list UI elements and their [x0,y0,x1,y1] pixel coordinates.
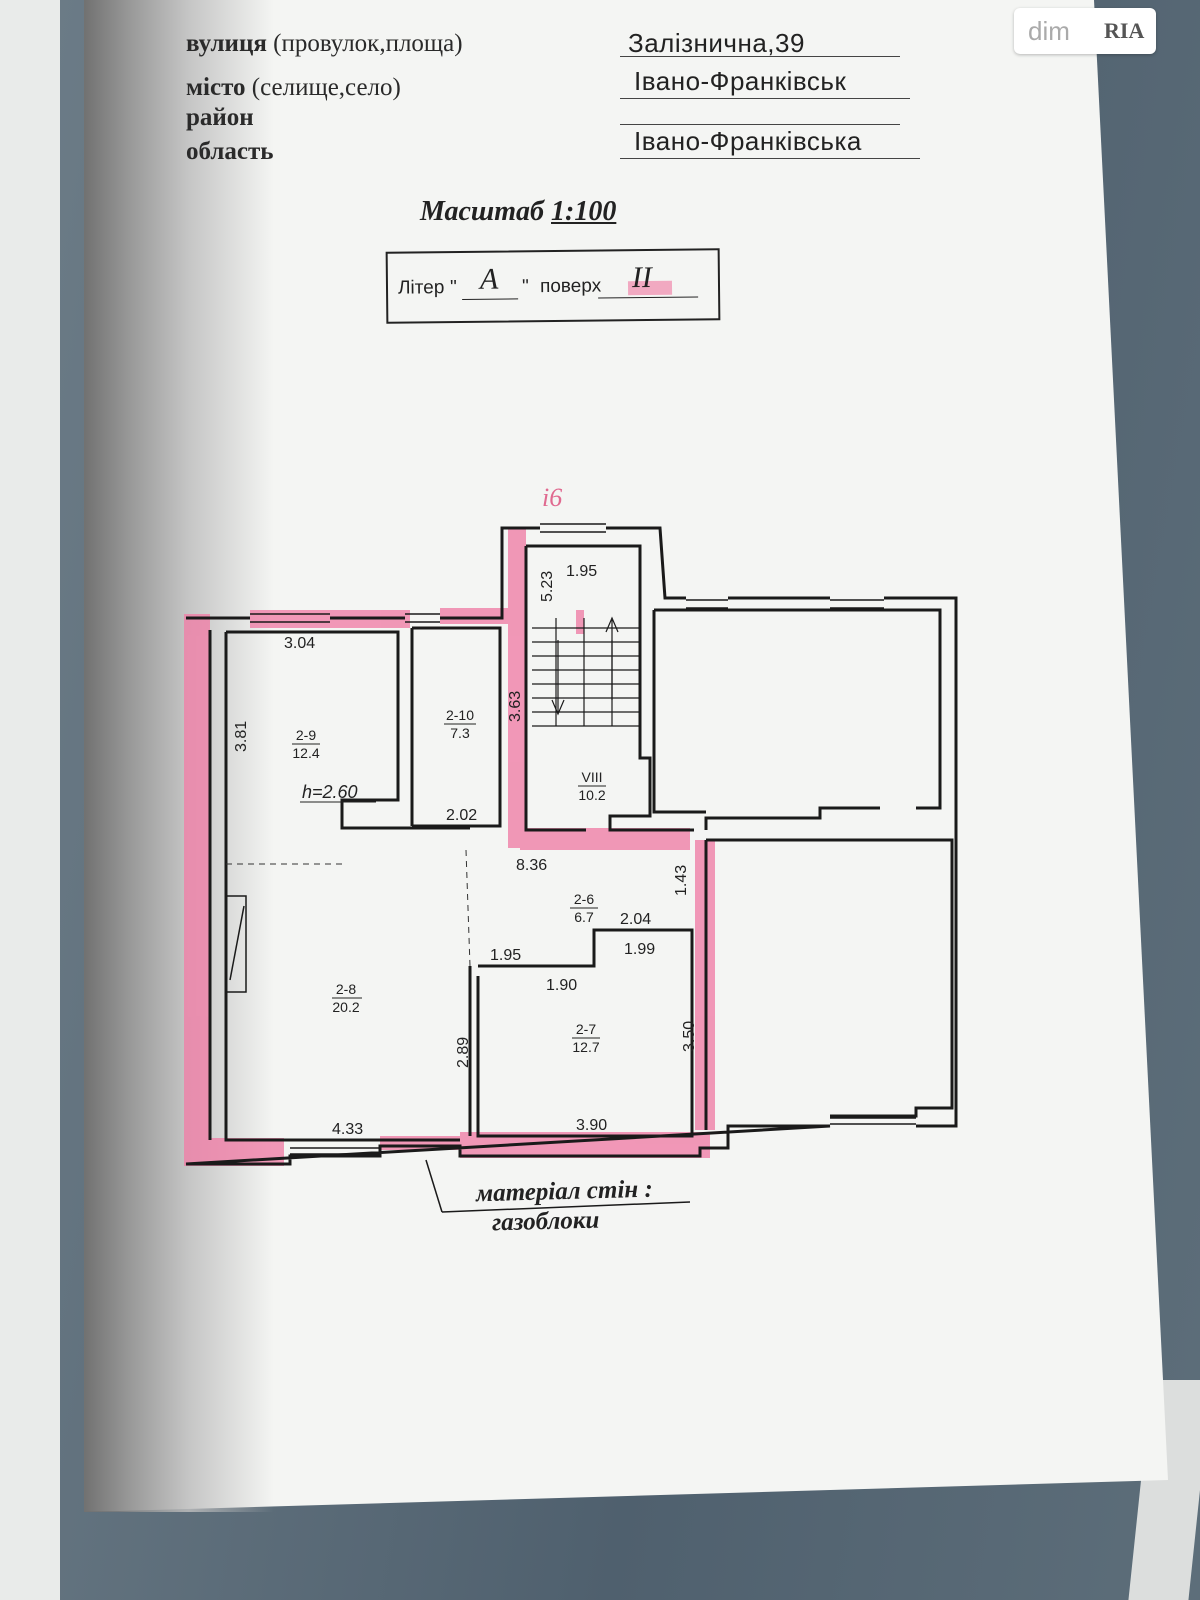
dim-3-63: 3.63 [507,691,524,722]
window-marks [225,523,916,1155]
dim-3-04: 3.04 [284,635,315,652]
scale-value: 1:100 [551,196,617,227]
region-value: Івано-Франківська [634,126,862,156]
street-label: вулиця (провулок,площа) [186,30,463,58]
room-labels: 2-9 12.4 2-10 7.3 VIII 10.2 2-6 6.7 2-8 … [292,707,606,1055]
street-suffix-text: (провулок,площа) [273,30,463,57]
district-label: район [186,104,254,131]
watermark-ria: RIA [1104,18,1145,43]
room-2-8-id: 2-8 [336,981,356,997]
scale-label: Масштаб [420,196,545,227]
dim-8-36: 8.36 [516,857,547,874]
background-sheet-left [0,0,60,1600]
street-underline [620,56,900,57]
scale-line: Масштаб 1:100 [420,196,616,228]
region-label: область [186,138,274,165]
stairs [532,616,640,727]
city-suffix-text: (селище,село) [251,74,401,101]
street-value: Залізнична,39 [628,28,805,58]
material-line2: газоблоки [491,1206,600,1237]
district-underline [620,124,900,125]
dim-2-89: 2.89 [455,1037,472,1068]
material-leader [425,1159,691,1213]
scan-shadow [84,0,274,1512]
dim-2-04: 2.04 [620,911,651,928]
region-underline [620,158,920,159]
city-label-text: місто [186,74,246,101]
dimensions: 3.04 3.81 3.63 5.23 1.95 2.02 8.36 1.43 … [233,563,698,1138]
material-line1: матеріал стін : [475,1175,654,1208]
room-2-9-id: 2-9 [296,727,316,743]
handwritten-mark: і6 [542,483,562,512]
room-2-8-area: 20.2 [332,999,359,1015]
dim-1-95-bottom: 1.95 [490,947,521,964]
room-2-7-area: 12.7 [572,1039,599,1055]
room-2-6-id: 2-6 [574,891,594,907]
dim-5-23: 5.23 [539,571,556,602]
room-viii-area: 10.2 [578,787,605,803]
city-underline [620,98,910,99]
room-viii-id: VIII [581,769,602,785]
dim-3-50: 3.50 [681,1021,698,1052]
dim-3-90: 3.90 [576,1117,607,1134]
room-2-10-id: 2-10 [446,707,474,723]
room-2-10-area: 7.3 [450,725,470,741]
city-label: місто (селище,село) [186,74,401,102]
dashed-lines [226,849,471,967]
dim-1-90: 1.90 [546,977,577,994]
dim-1-43: 1.43 [673,865,690,896]
watermark-logo: dim RIA [1014,8,1156,54]
dim-1-99: 1.99 [624,941,655,958]
pink-highlights [184,528,715,1166]
ceiling-height: h=2.60 [302,782,358,802]
walls [185,526,958,1166]
room-2-6-area: 6.7 [574,909,594,925]
room-2-7-id: 2-7 [576,1021,596,1037]
room-2-9-area: 12.4 [292,745,319,761]
dim-4-33: 4.33 [332,1121,363,1138]
dim-2-02: 2.02 [446,807,477,824]
dim-3-81: 3.81 [233,721,250,752]
watermark-dim: dim [1028,16,1070,46]
street-label-text: вулиця [186,30,267,57]
city-value: Івано-Франківськ [634,66,847,96]
dim-1-95-top: 1.95 [566,563,597,580]
